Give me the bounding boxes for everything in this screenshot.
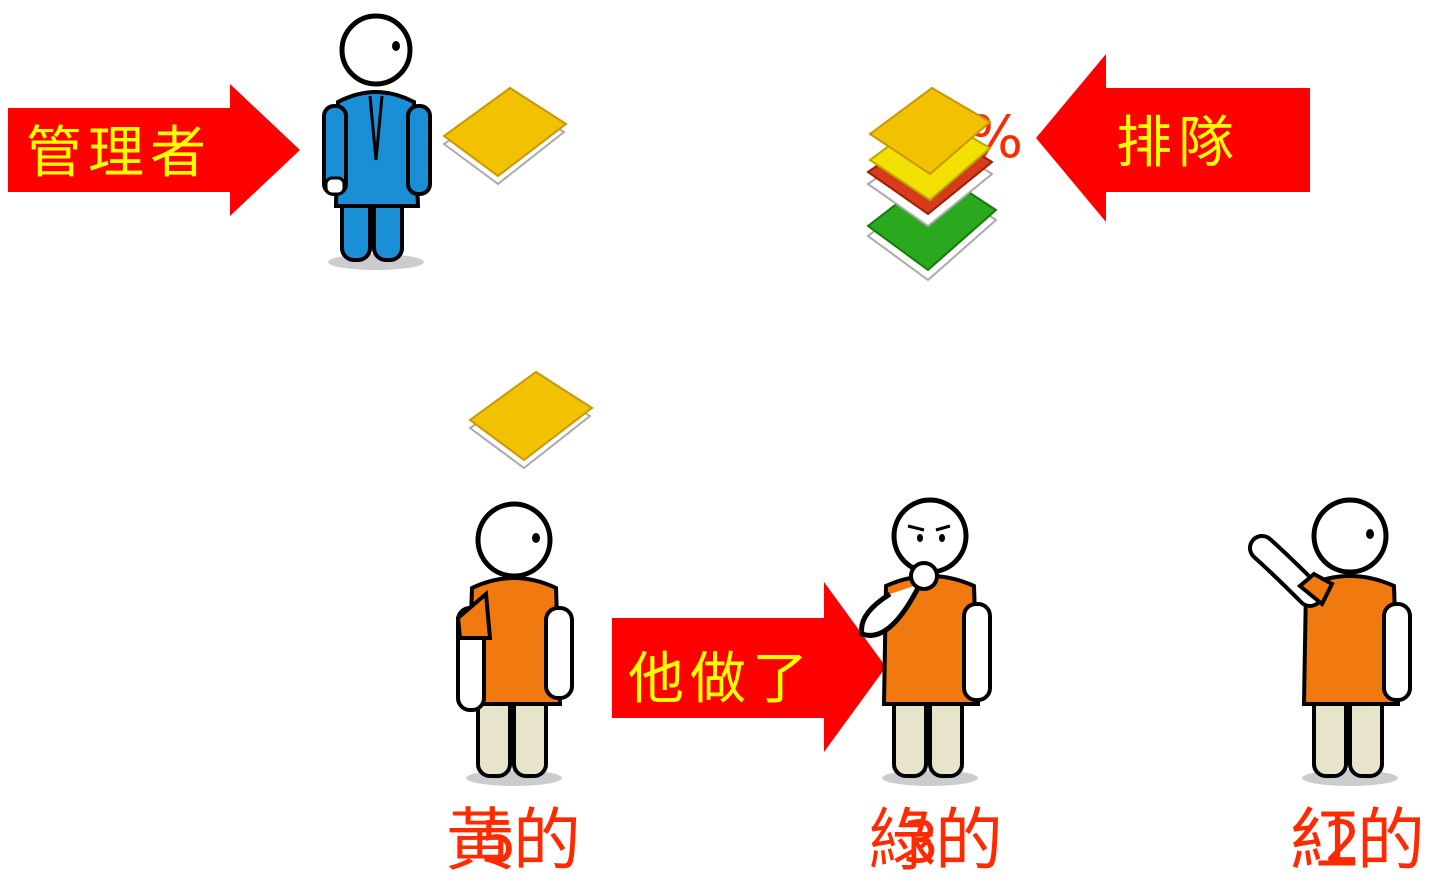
done-by-arrow [612, 582, 886, 752]
manager-figure [322, 13, 432, 270]
worker-red-figure [1248, 497, 1412, 786]
worker-red-name: 紅 [1290, 802, 1359, 881]
manager-arrow [8, 84, 300, 216]
queue-arrow [1036, 54, 1310, 222]
worker-yellow-name: 黃 [446, 802, 515, 881]
done-by-arrow-label: 他做了 [628, 647, 814, 712]
worker-red-label: 紅2的 [1290, 808, 1425, 876]
queue-arrow-label: 排隊 [1116, 111, 1240, 176]
folder-stack-queue [866, 86, 998, 282]
worker-red-suffix: 的 [1356, 802, 1425, 881]
folder-yellow-worker [468, 370, 594, 470]
worker-yellow-label: 黃5的 [446, 808, 581, 876]
worker-yellow-suffix: 的 [512, 802, 581, 881]
worker-green-figure [859, 497, 992, 786]
folder-yellow-manager [442, 86, 568, 186]
worker-green-name: 綠 [868, 802, 937, 881]
worker-green-suffix: 的 [934, 802, 1003, 881]
worker-green-label: 綠3的 [868, 808, 1003, 876]
worker-yellow-figure [455, 501, 574, 786]
manager-arrow-label: 管理者 [26, 121, 212, 186]
worker-green-count: 3 [902, 808, 939, 876]
worker-red-count: 2 [1324, 808, 1361, 876]
worker-yellow-count: 5 [480, 808, 517, 876]
